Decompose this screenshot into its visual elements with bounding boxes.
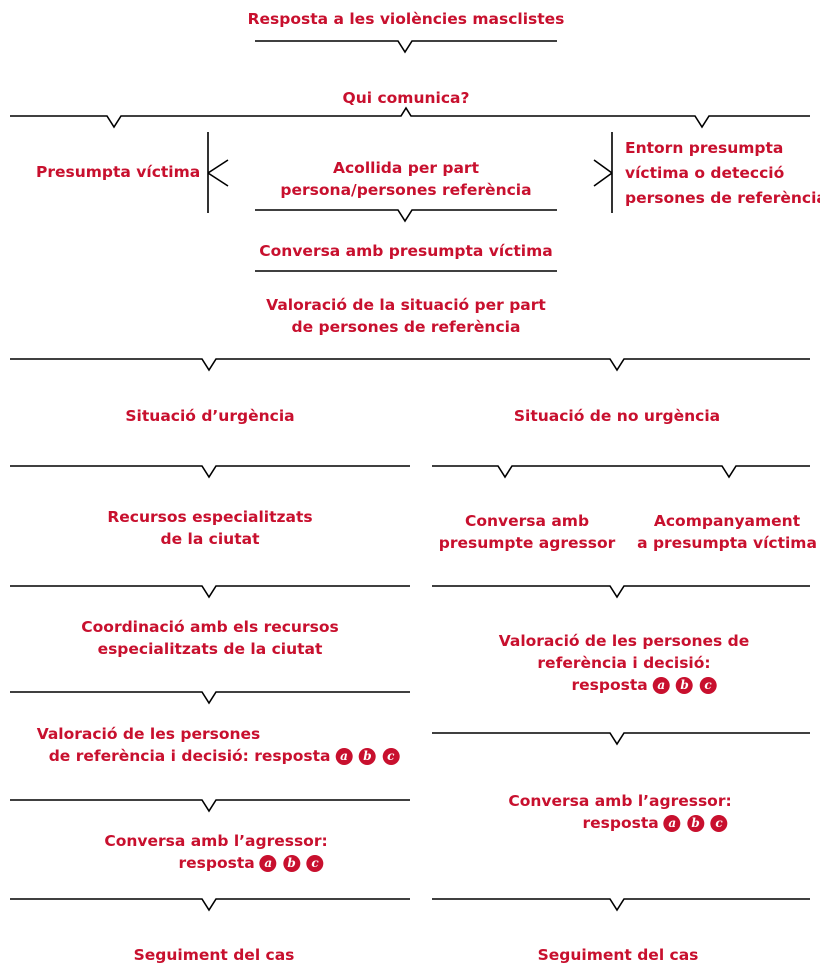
connector-non-urgent-1 <box>432 465 810 479</box>
connector-urgent-4 <box>10 799 410 813</box>
connector-reception <box>255 209 557 223</box>
response-badge-c: c <box>382 748 400 765</box>
connector-urgent-5 <box>10 898 410 912</box>
response-badge-c: c <box>699 677 717 694</box>
response-badges: a b c <box>663 814 728 832</box>
bracket-environment <box>593 132 613 213</box>
connector-title <box>255 40 557 54</box>
urgent-situation-label: Situació d’urgència <box>125 407 295 425</box>
connector-urgent-2 <box>10 585 410 599</box>
connector-non-urgent-4 <box>432 898 810 912</box>
non-urgent-situation-label: Situació de no urgència <box>513 407 721 425</box>
reception-label: Acollida per part persona/persones refer… <box>280 159 532 199</box>
urgent-resources-label: Recursos especialitzats de la ciutat <box>107 508 313 548</box>
presumed-victim-label: Presumpta víctima <box>36 163 201 181</box>
non-urgent-decision-label: Valoració de les persones de referència … <box>498 632 750 694</box>
connector-non-urgent-2 <box>432 585 810 599</box>
connector-split-main <box>10 358 810 372</box>
conversation-victim-label: Conversa amb presumpta víctima <box>259 242 553 260</box>
response-badge-a: a <box>259 855 277 872</box>
response-badge-b: b <box>283 855 301 872</box>
response-badge-b: b <box>687 815 705 832</box>
response-badge-a: a <box>335 748 353 765</box>
environment-label: Entorn presumpta víctima o detecció pers… <box>625 139 820 207</box>
connector-urgent-1 <box>10 465 410 479</box>
response-badges: a b c <box>259 854 324 872</box>
non-urgent-follow-up-label: Seguiment del cas <box>537 946 699 964</box>
response-badge-c: c <box>306 855 324 872</box>
conversation-aggressor-label: Conversa amb presumpte agressor <box>438 512 616 552</box>
connector-urgent-3 <box>10 691 410 705</box>
who-reports-label: Qui comunica? <box>342 89 470 107</box>
response-badge-a: a <box>663 815 681 832</box>
accompaniment-label: Acompanyament a presumpta víctima <box>637 512 817 552</box>
bracket-victim <box>207 132 229 213</box>
connector-non-urgent-3 <box>432 732 810 746</box>
assessment-label: Valoració de la situació per part de per… <box>266 296 546 336</box>
connector-who-reports <box>10 106 810 129</box>
response-badge-a: a <box>652 677 670 694</box>
urgent-decision-label: Valoració de les persones de referència … <box>37 723 400 767</box>
response-badge-b: b <box>676 677 694 694</box>
urgent-coordination-label: Coordinació amb els recursos especialitz… <box>81 618 339 658</box>
response-badge-b: b <box>358 748 376 765</box>
response-badges: a b c <box>334 747 400 765</box>
response-badge-c: c <box>710 815 728 832</box>
urgent-follow-up-label: Seguiment del cas <box>133 946 295 964</box>
diagram-title: Resposta a les violències masclistes <box>247 10 565 28</box>
response-badges: a b c <box>652 676 717 694</box>
